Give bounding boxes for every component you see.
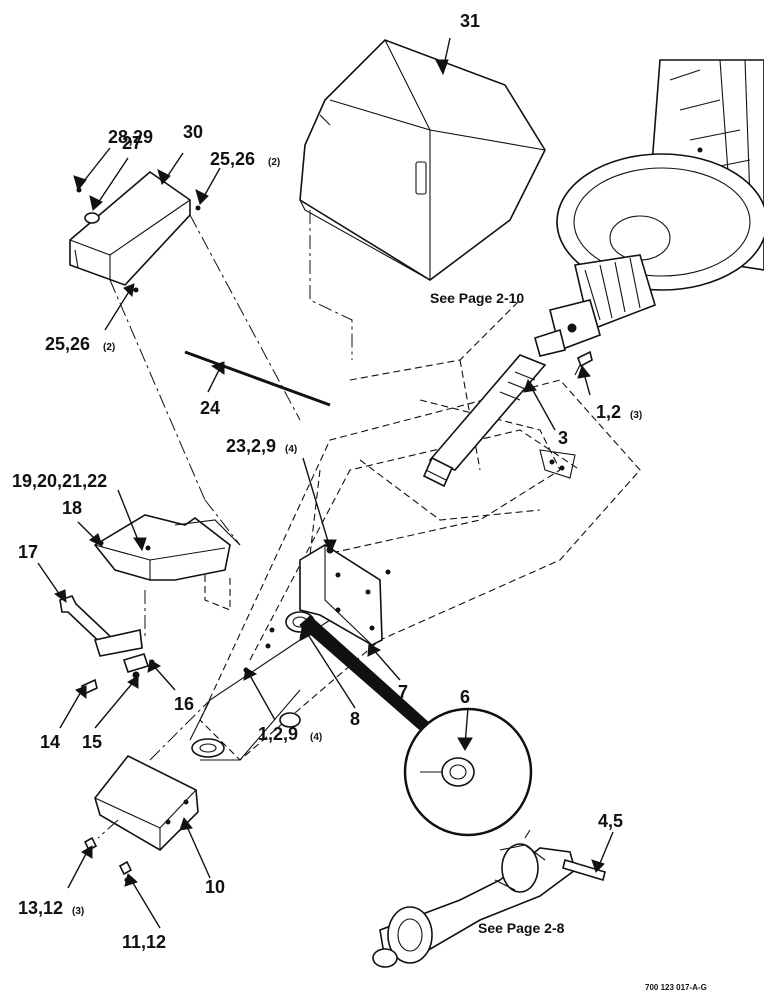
callout-24: 24 xyxy=(200,398,220,418)
callout-25-26-bottom-qty: (2) xyxy=(103,342,115,353)
part-27-knob xyxy=(76,187,100,224)
part-17-lever xyxy=(59,595,143,657)
callout-13-12: 13,12 xyxy=(18,898,63,918)
callout-23-2-9: 23,2,9 xyxy=(226,436,276,456)
figure-code: 700 123 017-A-G xyxy=(645,983,707,992)
parts-1-2-9-hardware xyxy=(243,627,275,673)
part-3-driveline xyxy=(422,354,547,488)
callout-17: 17 xyxy=(18,542,38,562)
see-page-2-8-note: See Page 2-8 xyxy=(478,920,565,936)
parts-11-13-bolts xyxy=(83,836,133,883)
callout-7: 7 xyxy=(398,682,408,702)
callout-28-29: 28,29 xyxy=(108,127,153,147)
parts-14-16-hardware xyxy=(81,653,155,696)
see-page-2-10-note: See Page 2-10 xyxy=(430,290,524,306)
callout-18: 18 xyxy=(62,498,82,518)
reference-notes: See Page 2-10 See Page 2-8 700 123 017-A… xyxy=(430,290,707,992)
callout-16: 16 xyxy=(174,694,194,714)
part-6-detail xyxy=(403,707,533,837)
callout-19-22: 19,20,21,22 xyxy=(12,471,107,491)
part-8-bearing xyxy=(285,611,429,731)
part-24-rod xyxy=(184,350,331,407)
part-30-bracket xyxy=(69,170,301,501)
callout-30: 30 xyxy=(183,122,203,142)
callout-1-2-9: 1,2,9 xyxy=(258,724,298,744)
callout-11-12: 11,12 xyxy=(122,932,166,952)
part-7-plate xyxy=(299,544,391,646)
lower-driveline xyxy=(372,829,606,968)
callout-23-2-9-qty: (4) xyxy=(285,444,297,455)
gearbox-assembly xyxy=(534,59,764,357)
callout-14: 14 xyxy=(40,732,60,752)
callout-1-2: 1,2 xyxy=(596,402,621,422)
callout-8: 8 xyxy=(350,709,360,729)
callout-25-26-top-qty: (2) xyxy=(268,157,280,168)
callout-31: 31 xyxy=(460,11,480,31)
callout-25-26-bottom: 25,26 xyxy=(45,334,90,354)
callout-4-5: 4,5 xyxy=(598,811,623,831)
leader-lines xyxy=(37,37,614,929)
callout-13-12-qty: (3) xyxy=(72,906,84,917)
callout-25-26-top: 25,26 xyxy=(210,149,255,169)
callout-10: 10 xyxy=(205,877,225,897)
callout-3: 3 xyxy=(558,428,568,448)
hitch-frame xyxy=(189,299,641,761)
callout-1-2-9-qty: (4) xyxy=(310,732,322,743)
callout-27: 27 xyxy=(122,133,142,153)
part-10-shield xyxy=(94,699,211,852)
part-1-2-bolt xyxy=(574,350,593,376)
callout-1-2-qty: (3) xyxy=(630,410,642,421)
part-31-shield xyxy=(299,39,546,360)
callout-labels: 31 28,29 27 30 25,26 (2) 25,26 (2) 24 1,… xyxy=(12,11,642,952)
callout-15: 15 xyxy=(82,732,102,752)
part-18-plate xyxy=(93,499,241,640)
callout-6: 6 xyxy=(460,687,470,707)
